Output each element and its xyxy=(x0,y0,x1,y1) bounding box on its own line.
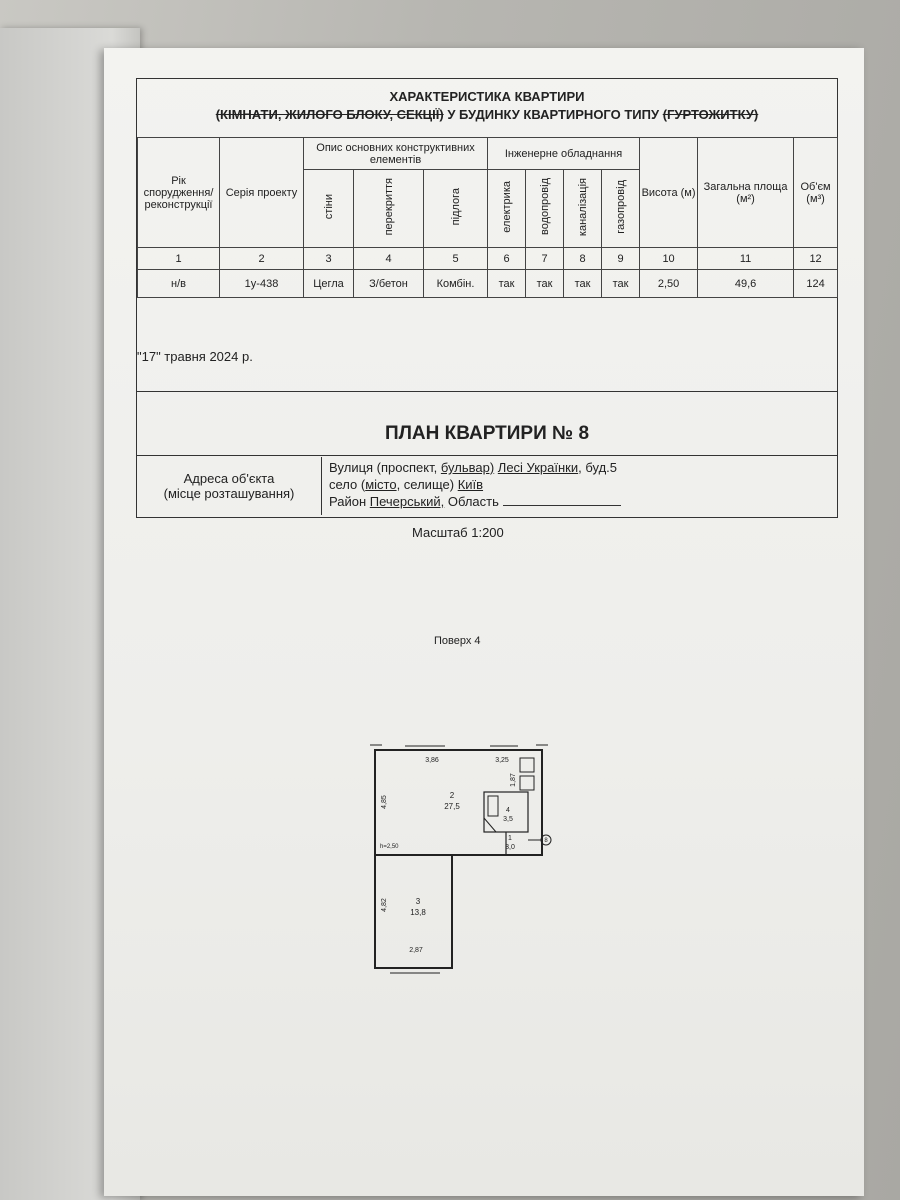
table-cell: Комбін. xyxy=(422,269,489,298)
form-title: ХАРАКТЕРИСТИКА КВАРТИРИ xyxy=(389,89,585,104)
header-volume: Об'єм (м³) xyxy=(793,137,839,248)
table-cell: З/бетон xyxy=(353,269,424,298)
room-number: 3 xyxy=(416,897,421,906)
header-electric: електрика xyxy=(487,169,527,248)
issue-date: "17" травня 2024 р. xyxy=(137,349,253,364)
header-height: Висота (м) xyxy=(639,137,699,248)
table-cell: 4 xyxy=(353,247,424,270)
room-number: 2 xyxy=(450,791,455,800)
dimension-label: 3,25 xyxy=(495,757,509,764)
table-cell: н/в xyxy=(137,269,220,298)
dimension-label: 4,82 xyxy=(381,898,388,912)
table-cell: 124 xyxy=(793,269,839,298)
dimension-label: 4,85 xyxy=(381,795,388,809)
apartment-form: ХАРАКТЕРИСТИКА КВАРТИРИ (КІМНАТИ, ЖИЛОГО… xyxy=(136,78,839,518)
header-sewage: каналізація xyxy=(563,169,603,248)
address-label-line: (місце розташування) xyxy=(163,486,295,501)
height-note: h=2,50 xyxy=(380,844,399,850)
divider xyxy=(137,455,837,456)
header-slabs: перекриття xyxy=(353,169,424,248)
table-cell: так xyxy=(563,269,603,298)
header-year: Рік спорудження/ реконструкції xyxy=(137,137,220,248)
table-value-row: н/в 1у-438 Цегла З/бетон Комбін. так так… xyxy=(137,269,839,298)
room-area: 27,5 xyxy=(444,802,460,811)
table-cell: 11 xyxy=(697,247,795,270)
plan-title: ПЛАН КВАРТИРИ № 8 xyxy=(384,423,590,444)
header-water: водопровід xyxy=(525,169,565,248)
header-walls: стіни xyxy=(303,169,354,248)
table-cell: 8 xyxy=(563,247,603,270)
table-cell: 1 xyxy=(137,247,220,270)
bathtub-icon xyxy=(487,795,499,817)
table-cell: 5 xyxy=(422,247,489,270)
floor-label: Поверх 4 xyxy=(434,635,481,647)
subtitle-struck-part: (КІМНАТИ, ЖИЛОГО БЛОКУ, СЕКЦІЇ) xyxy=(215,107,444,122)
address-details: Вулиця (проспект, бульвар) Лесі Українки… xyxy=(329,459,621,510)
table-cell: так xyxy=(487,269,527,298)
subtitle-struck-part-2: (ГУРТОЖИТКУ) xyxy=(662,107,759,122)
floor-plan: 8 3,86 3,25 4,85 1,87 4,82 2,87 h=2,50 2… xyxy=(370,744,552,974)
address-city-line: село (місто, селище) Київ xyxy=(329,477,484,492)
dimension-label: 3,86 xyxy=(425,757,439,764)
subtitle-main-part: У БУДИНКУ КВАРТИРНОГО ТИПУ xyxy=(447,107,660,122)
table-cell: 49,6 xyxy=(697,269,795,298)
door-swing xyxy=(483,817,497,833)
table-cell: 1у-438 xyxy=(219,269,304,298)
divider xyxy=(137,391,837,392)
address-street-line: Вулиця (проспект, бульвар) Лесі Українки… xyxy=(329,460,618,475)
header-area: Загальна площа (м²) xyxy=(697,137,795,248)
room-number: 4 xyxy=(506,807,510,814)
room-area: 3,0 xyxy=(505,844,515,851)
table-number-row: 1 2 3 4 5 6 7 8 9 10 11 12 xyxy=(137,247,839,270)
room-number: 1 xyxy=(508,835,512,842)
header-gas: газопровід xyxy=(601,169,641,248)
table-cell: 9 xyxy=(601,247,641,270)
table-cell: 12 xyxy=(793,247,839,270)
form-subtitle: (КІМНАТИ, ЖИЛОГО БЛОКУ, СЕКЦІЇ) У БУДИНК… xyxy=(137,107,837,122)
scale-label: Масштаб 1:200 xyxy=(412,525,504,540)
table-cell: так xyxy=(525,269,565,298)
table-cell: 2,50 xyxy=(639,269,699,298)
entry-number: 8 xyxy=(544,838,548,844)
dimension-label: 2,87 xyxy=(409,947,423,954)
header-series: Серія проекту xyxy=(219,137,304,248)
address-district-line: Район Печерський, Область xyxy=(329,493,621,510)
stove-icon xyxy=(519,757,535,773)
address-label-line: Адреса об'єкта xyxy=(183,471,275,486)
address-label: Адреса об'єкта (місце розташування) xyxy=(137,457,322,515)
table-cell: 2 xyxy=(219,247,304,270)
table-cell: так xyxy=(601,269,641,298)
header-construction: Опис основних конструктивних елементів xyxy=(302,137,489,170)
dimension-label: 1,87 xyxy=(510,773,517,787)
header-engineering: Інженерне обладнання xyxy=(487,137,641,170)
characteristics-table: Рік спорудження/ реконструкції Серія про… xyxy=(137,137,839,298)
table-cell: 7 xyxy=(525,247,565,270)
blank-field xyxy=(502,493,621,506)
room-area: 3,5 xyxy=(503,816,513,823)
table-cell: 6 xyxy=(487,247,527,270)
table-cell: 10 xyxy=(639,247,699,270)
header-flooring: підлога xyxy=(422,169,489,248)
room-area: 13,8 xyxy=(410,908,426,917)
table-cell: Цегла xyxy=(303,269,354,298)
table-cell: 3 xyxy=(303,247,354,270)
sink-icon xyxy=(519,775,535,791)
